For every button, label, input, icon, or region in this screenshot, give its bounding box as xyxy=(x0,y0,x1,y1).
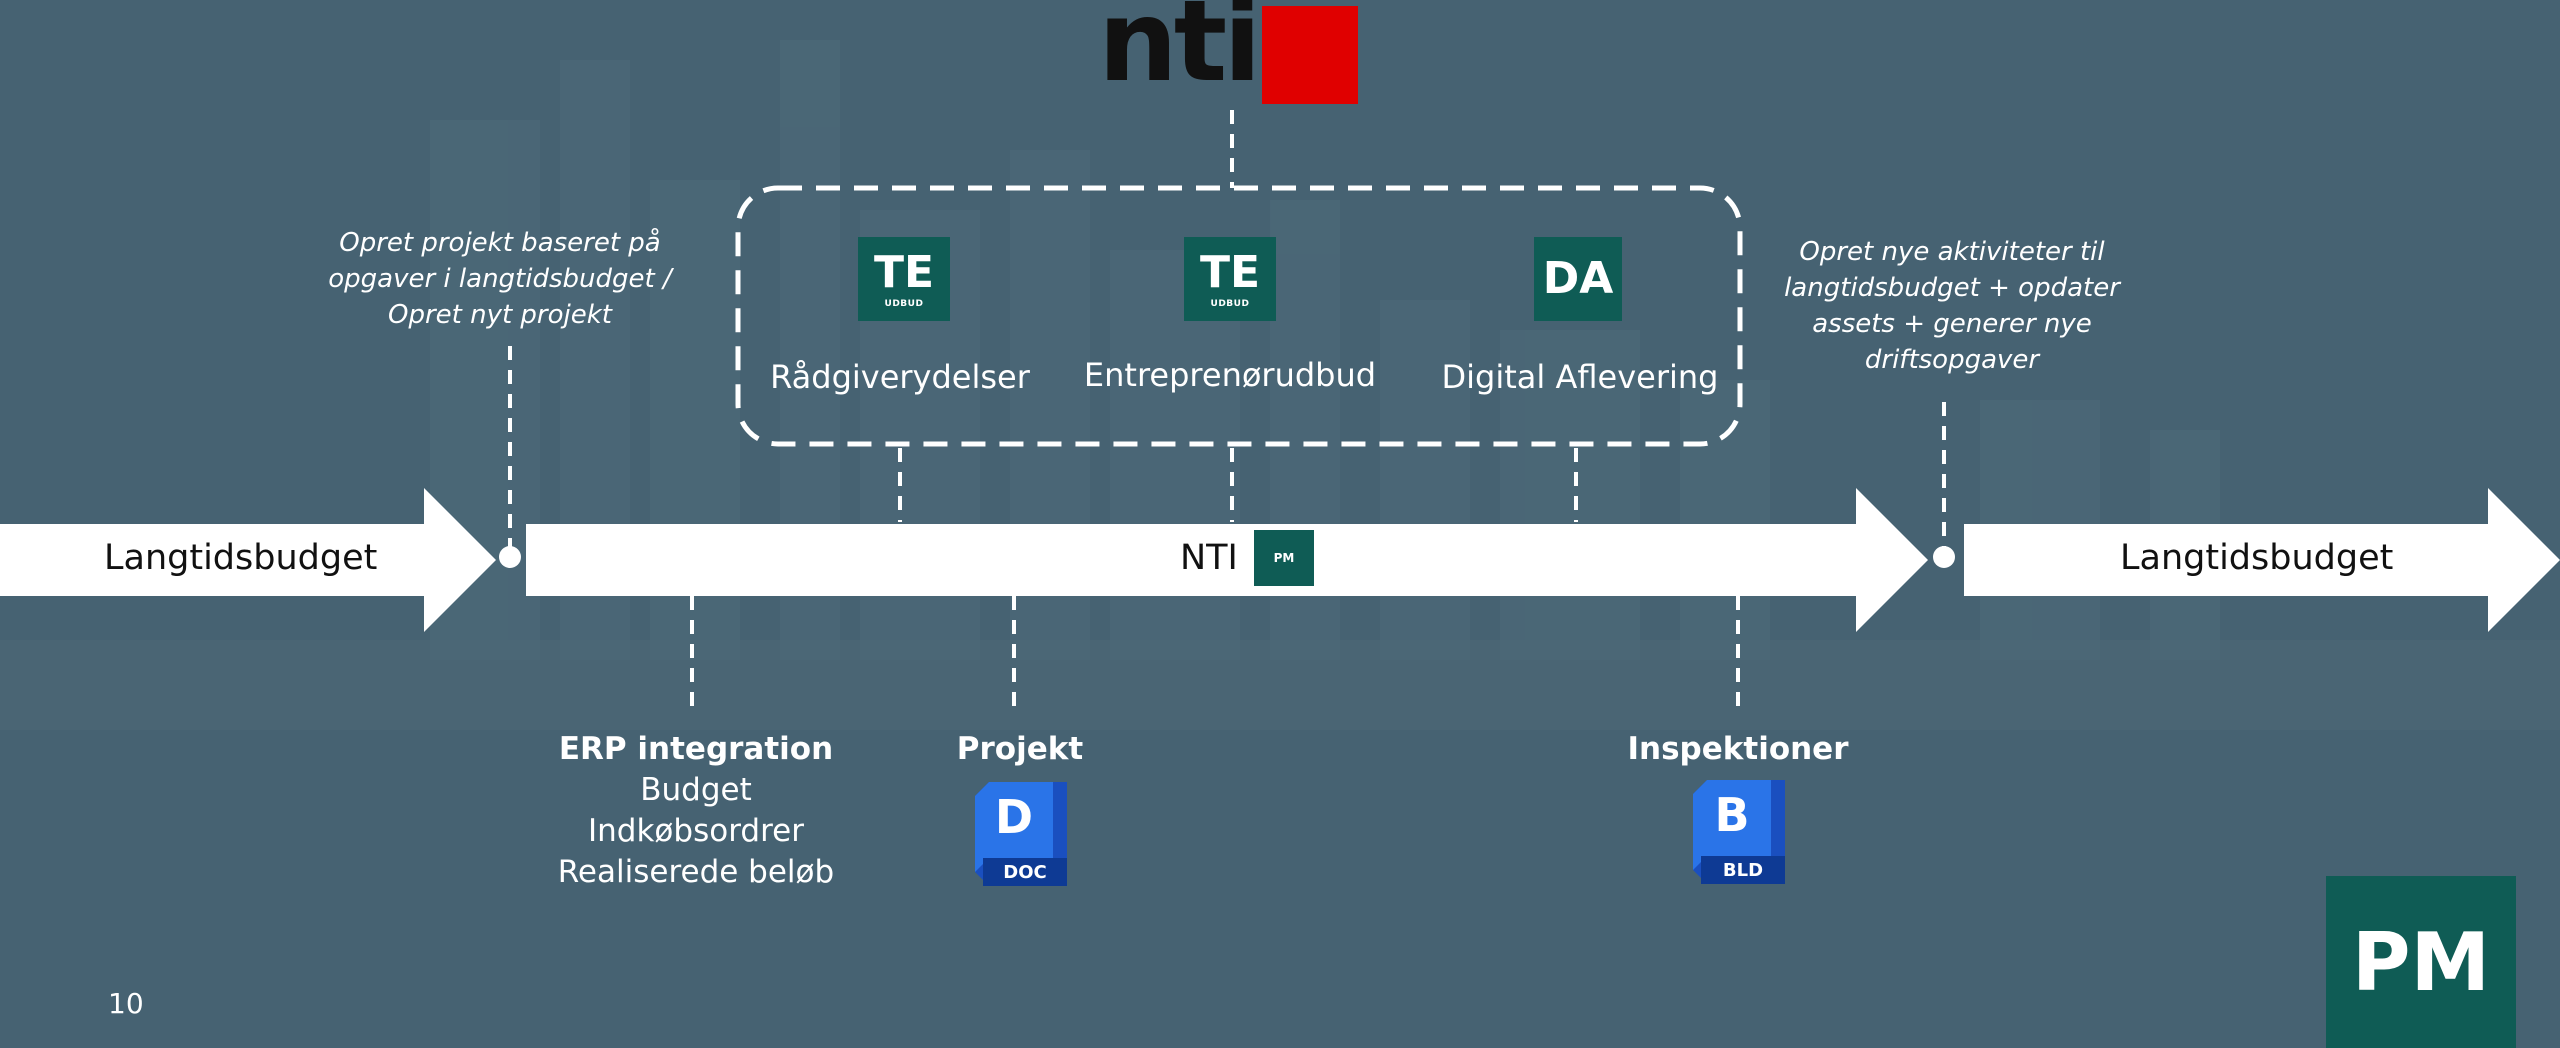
note-line: langtidsbudget + opdater xyxy=(1784,273,2120,303)
timeline-label-left: Langtidsbudget xyxy=(104,538,378,578)
arrow-langtidsbudget-left xyxy=(0,488,496,632)
autodesk-build-icon: B BLD xyxy=(1693,780,1785,884)
erp-integration: ERP integration Budget Indkøbsordrer Rea… xyxy=(536,728,856,893)
note-new-activities: Opret nye aktiviteter til langtidsbudget… xyxy=(1752,234,2152,378)
erp-item: Budget xyxy=(640,772,752,808)
arrow-nti xyxy=(526,488,1928,632)
note-line: opgaver i langtidsbudget / xyxy=(328,264,672,294)
build-icon-letter: B xyxy=(1714,788,1750,842)
erp-item: Indkøbsordrer xyxy=(588,813,804,849)
build-icon-caption: BLD xyxy=(1722,860,1764,881)
note-create-project: Opret projekt baseret på opgaver i langt… xyxy=(300,225,700,333)
module-badge-te: TE UDBUD xyxy=(858,237,950,321)
erp-title: ERP integration xyxy=(558,731,834,767)
note-line: Opret projekt baseret på xyxy=(339,228,661,258)
timeline-pm-badge: PM xyxy=(1254,530,1314,586)
note-line: Opret nyt projekt xyxy=(387,300,612,330)
nti-logo: nti xyxy=(1098,0,1364,110)
module-label-raadgiverydelser: Rådgiverydelser xyxy=(770,358,1030,396)
arrow-langtidsbudget-right xyxy=(1964,488,2560,632)
note-line: Opret nye aktiviteter til xyxy=(1799,237,2105,267)
module-badge-da: DA xyxy=(1534,237,1622,321)
module-badge-te: TE UDBUD xyxy=(1184,237,1276,321)
inspektioner-title: Inspektioner xyxy=(1627,731,1849,767)
page-number: 10 xyxy=(108,987,144,1020)
note-line: assets + generer nye xyxy=(1812,309,2092,339)
autodesk-docs-icon: D DOC xyxy=(975,782,1067,886)
projekt-title: Projekt xyxy=(956,731,1084,767)
pm-corner-badge: PM xyxy=(2326,876,2516,1048)
module-label-entreprenoerudbud: Entreprenørudbud xyxy=(1083,356,1377,394)
docs-icon-caption: DOC xyxy=(1003,862,1047,883)
timeline-label-right: Langtidsbudget xyxy=(2120,538,2394,578)
docs-icon-letter: D xyxy=(994,790,1034,844)
nti-logo-square xyxy=(1262,6,1358,104)
timeline-label-center: NTI xyxy=(1180,538,1238,578)
note-line: driftsopgaver xyxy=(1864,345,2040,375)
nti-logo-text: nti xyxy=(1098,0,1262,107)
module-label-digital-aflevering: Digital Aflevering xyxy=(1441,358,1719,396)
erp-item: Realiserede beløb xyxy=(557,854,835,890)
